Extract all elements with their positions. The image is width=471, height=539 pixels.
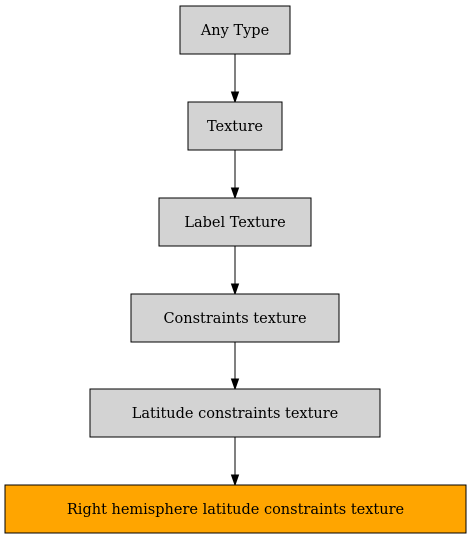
node-box-right-hemisphere-latitude-constraints-texture[interactable] [4,484,467,534]
node-label-constraints-texture: Constraints texture [163,311,306,327]
node-label-right-hemisphere-latitude-constraints-texture: Right hemisphere latitude constraints te… [67,502,404,518]
edge-constraints-texture-to-latitude-constraints-texture [230,342,240,391]
edge-label-texture-to-constraints-texture [230,246,240,296]
arrowhead-icon [230,91,240,104]
edge-texture-to-label-texture [230,150,240,200]
node-label-latitude-constraints-texture: Latitude constraints texture [132,406,339,422]
node-constraints-texture[interactable]: Constraints texture [130,293,340,343]
node-right-hemisphere-latitude-constraints-texture[interactable]: Right hemisphere latitude constraints te… [4,484,467,534]
node-label-texture[interactable]: Label Texture [158,197,312,247]
node-box-constraints-texture[interactable] [130,293,340,343]
arrowhead-icon [230,283,240,296]
arrowhead-icon [230,378,240,391]
node-label-label-texture: Label Texture [184,215,285,231]
node-box-label-texture[interactable] [158,197,312,247]
arrowhead-icon [230,474,240,487]
arrowhead-icon [230,187,240,200]
node-box-texture[interactable] [187,101,283,151]
edge-latitude-constraints-texture-to-right-hemisphere-latitude-constraints-texture [230,437,240,487]
node-label-any-type: Any Type [200,23,269,39]
node-box-any-type[interactable] [179,5,291,55]
node-box-latitude-constraints-texture[interactable] [89,388,381,438]
node-label-texture: Texture [207,119,263,135]
node-any-type[interactable]: Any Type [179,5,291,55]
node-texture[interactable]: Texture [187,101,283,151]
node-latitude-constraints-texture[interactable]: Latitude constraints texture [89,388,381,438]
edge-any-type-to-texture [230,54,240,104]
diagram-edges [230,54,240,487]
